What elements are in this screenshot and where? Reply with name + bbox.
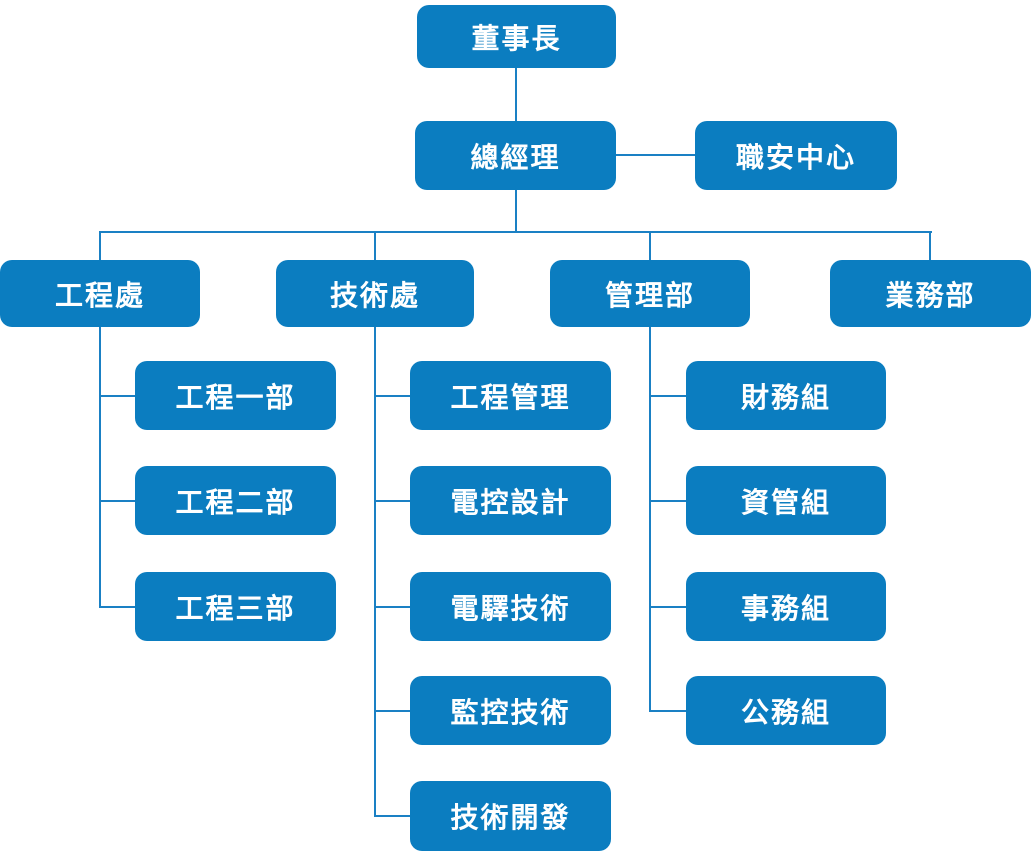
node-relay-technology: 電驛技術 bbox=[410, 572, 611, 641]
node-engineering-dept-1: 工程一部 bbox=[135, 361, 336, 430]
connector-branch-management bbox=[649, 231, 651, 261]
connector-trunk-technical bbox=[374, 327, 376, 817]
connector-branch-sales bbox=[929, 231, 931, 261]
node-electrical-control-design: 電控設計 bbox=[410, 466, 611, 535]
connector-stub-mgmt-2 bbox=[649, 500, 688, 502]
connector-branch-horizontal bbox=[99, 231, 932, 233]
node-engineering-division: 工程處 bbox=[0, 260, 200, 327]
connector-chairman-gm bbox=[515, 67, 517, 121]
node-technology-development: 技術開發 bbox=[410, 781, 611, 851]
node-engineering-management: 工程管理 bbox=[410, 361, 611, 430]
node-engineering-dept-2: 工程二部 bbox=[135, 466, 336, 535]
connector-branch-technical bbox=[374, 231, 376, 261]
connector-stub-tech-4 bbox=[374, 710, 412, 712]
node-general-manager: 總經理 bbox=[415, 121, 616, 190]
node-information-group: 資管組 bbox=[686, 466, 886, 535]
connector-branch-engineering bbox=[99, 231, 101, 261]
connector-stub-eng-3 bbox=[99, 606, 137, 608]
connector-stub-mgmt-3 bbox=[649, 606, 688, 608]
node-monitoring-technology: 監控技術 bbox=[410, 676, 611, 745]
connector-trunk-management bbox=[649, 327, 651, 711]
node-chairman: 董事長 bbox=[417, 5, 616, 68]
node-public-affairs-group: 公務組 bbox=[686, 676, 886, 745]
node-engineering-dept-3: 工程三部 bbox=[135, 572, 336, 641]
connector-stub-mgmt-1 bbox=[649, 395, 688, 397]
node-affairs-group: 事務組 bbox=[686, 572, 886, 641]
node-safety-center: 職安中心 bbox=[695, 121, 897, 190]
node-management-department: 管理部 bbox=[550, 260, 750, 327]
node-finance-group: 財務組 bbox=[686, 361, 886, 430]
node-sales-department: 業務部 bbox=[830, 260, 1031, 327]
connector-gm-safety bbox=[616, 154, 695, 156]
connector-stub-tech-5 bbox=[374, 815, 412, 817]
connector-stub-tech-1 bbox=[374, 395, 412, 397]
connector-stub-eng-1 bbox=[99, 395, 137, 397]
node-technical-division: 技術處 bbox=[276, 260, 474, 327]
connector-stub-tech-3 bbox=[374, 606, 412, 608]
connector-gm-branch bbox=[515, 190, 517, 232]
connector-trunk-engineering bbox=[99, 327, 101, 607]
connector-stub-eng-2 bbox=[99, 500, 137, 502]
connector-stub-mgmt-4 bbox=[649, 710, 688, 712]
connector-stub-tech-2 bbox=[374, 500, 412, 502]
